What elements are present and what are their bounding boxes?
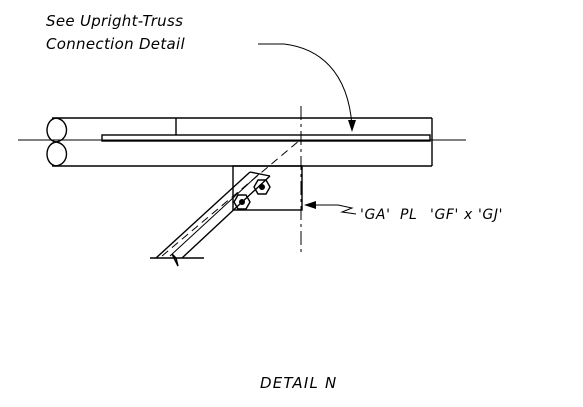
bolt-upper xyxy=(253,179,271,195)
diagonal-brace xyxy=(150,139,301,267)
plate-callout-dims: 'GF' x 'GJ' xyxy=(430,207,503,223)
detail-title: DETAIL N xyxy=(260,374,337,392)
bolt-lower xyxy=(233,194,251,210)
note-line-2: Connection Detail xyxy=(46,35,185,53)
plate-callout-arrow xyxy=(304,201,316,209)
note-line-1: See Upright-Truss xyxy=(46,12,183,30)
plate-callout-leader xyxy=(306,204,357,215)
plate-callout-prefix: 'GA' xyxy=(360,207,391,223)
plate-symbol: PL xyxy=(400,207,417,223)
top-plate xyxy=(101,134,431,142)
note-leader xyxy=(258,43,353,127)
note-leader-arrow xyxy=(348,120,356,132)
truss-chord xyxy=(46,117,433,167)
